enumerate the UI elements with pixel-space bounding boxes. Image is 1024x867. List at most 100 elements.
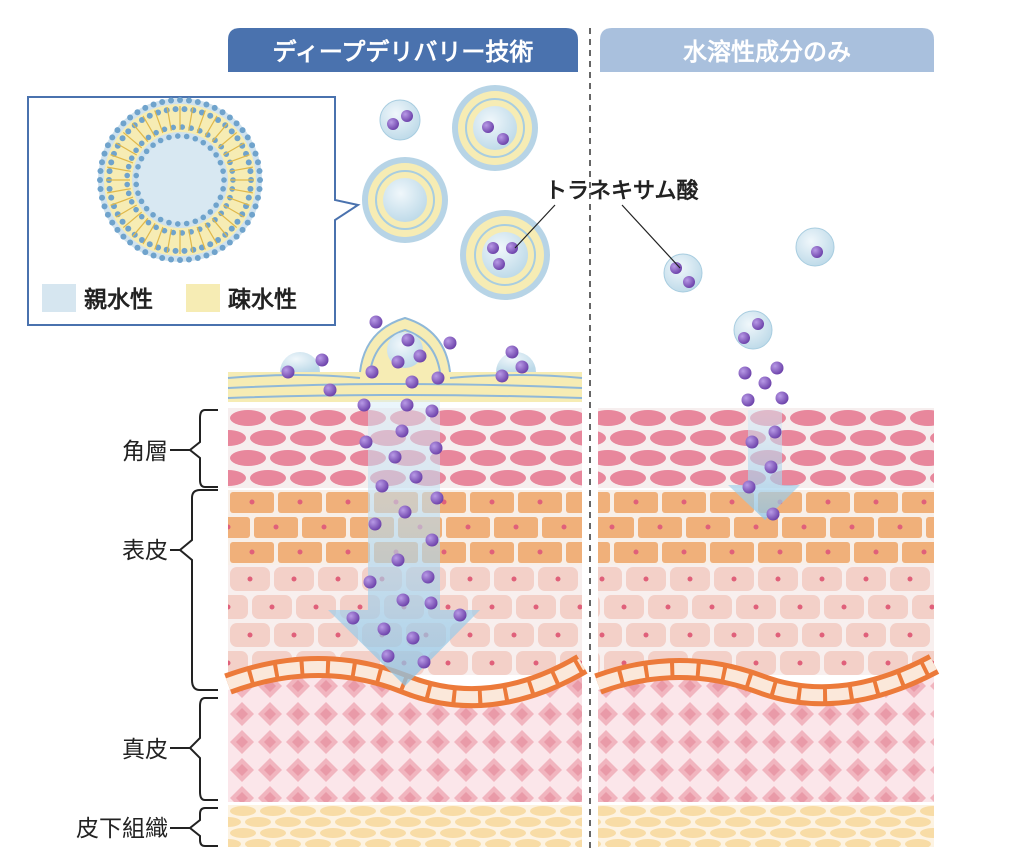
- particle: [405, 375, 419, 389]
- lipid-head: [109, 219, 116, 226]
- corneum-layer: [228, 408, 934, 488]
- lipid-head: [194, 99, 201, 106]
- particle: [482, 121, 494, 133]
- lipid-head: [109, 134, 116, 141]
- lipid-head: [138, 155, 145, 162]
- lipid-head: [125, 163, 132, 170]
- corneum-label: 角層: [122, 439, 168, 465]
- particle: [766, 507, 780, 521]
- lipid-head: [211, 104, 218, 111]
- lipid-head: [256, 168, 263, 175]
- lipid-head: [119, 218, 126, 225]
- particle: [493, 258, 505, 270]
- particle: [453, 608, 467, 622]
- lipid-head: [134, 109, 141, 116]
- subcutaneous-layer: [228, 805, 934, 847]
- particle: [487, 242, 499, 254]
- lipid-head: [181, 247, 188, 254]
- lipid-head: [226, 114, 233, 121]
- lipid-head: [245, 194, 252, 201]
- liposome-inset: 親水性 疎水性: [27, 96, 361, 326]
- lipid-tail: [131, 122, 149, 143]
- lipid-head: [168, 97, 175, 104]
- particle: [315, 353, 329, 367]
- lipid-head: [119, 135, 126, 142]
- lipid-head: [125, 128, 132, 135]
- lipid-tail: [131, 217, 149, 238]
- lipid-head: [217, 159, 224, 166]
- layer-labels: 角層 表皮 真皮 皮下組織: [76, 409, 218, 847]
- lipid-head: [104, 211, 111, 218]
- lipid-head: [142, 249, 149, 256]
- lipid-head: [99, 194, 106, 201]
- lipid-head: [170, 124, 177, 131]
- lipid-tail: [204, 223, 218, 245]
- header-deep-delivery-label: ディープデリバリー技術: [273, 38, 534, 66]
- particle: [683, 276, 695, 288]
- lipid-head: [244, 219, 251, 226]
- lipid-head: [215, 117, 222, 124]
- particle: [430, 491, 444, 505]
- lipid-tail: [226, 154, 250, 164]
- lipid-head: [106, 185, 113, 192]
- lipid-head: [133, 181, 140, 188]
- lipid-head: [212, 216, 218, 223]
- lipid-head: [249, 142, 256, 149]
- skin-layers: [224, 316, 940, 847]
- particle: [497, 133, 509, 145]
- particle: [391, 553, 405, 567]
- particle: [359, 435, 373, 449]
- lipid-tail: [211, 217, 229, 238]
- lipid-head: [174, 221, 181, 227]
- lipid-head: [177, 257, 183, 263]
- lipid-head: [211, 249, 218, 256]
- particle: [406, 631, 420, 645]
- lipid-head: [157, 137, 164, 144]
- lipid-head: [226, 239, 233, 246]
- lipid-head: [97, 168, 104, 175]
- particle: [429, 441, 443, 455]
- lipid-head: [138, 117, 145, 124]
- lipid-head: [172, 106, 179, 113]
- particle: [495, 369, 509, 383]
- lipid-head: [245, 159, 252, 166]
- lipid-tail: [196, 110, 206, 134]
- particle: [758, 376, 772, 390]
- lipid-head: [153, 224, 159, 231]
- lipid-head: [125, 190, 132, 197]
- particle: [395, 424, 409, 438]
- lipid-tail: [115, 204, 137, 218]
- lipid-head: [207, 241, 214, 248]
- lipid-head: [161, 227, 168, 234]
- particle: [770, 361, 784, 375]
- deep-penetration-arrow: [328, 400, 480, 686]
- lipid-head: [203, 252, 210, 259]
- liposome: [362, 157, 448, 243]
- lipid-head: [101, 150, 108, 157]
- lipid-head: [183, 220, 190, 227]
- lipid-head: [183, 133, 190, 140]
- lipid-tail: [223, 142, 245, 156]
- lipid-head: [207, 145, 214, 151]
- hydrophilic-label: 親水性: [84, 287, 153, 313]
- hydrophobic-label: 疎水性: [228, 287, 297, 313]
- lipid-head: [213, 202, 219, 208]
- tranexamic-acid-label: トラネキサム酸: [545, 179, 700, 204]
- lipid-tail: [196, 226, 206, 250]
- lipid-head: [163, 246, 170, 253]
- particle: [401, 110, 413, 122]
- lipid-head: [146, 241, 153, 248]
- lipid-head: [108, 194, 115, 201]
- lipid-tail: [226, 196, 250, 206]
- lipid-tail: [217, 211, 238, 229]
- lipid-head: [124, 172, 130, 179]
- lipid-head: [200, 139, 207, 146]
- lipid-head: [207, 112, 214, 119]
- lipid-head: [128, 199, 135, 205]
- lipid-head: [217, 194, 224, 201]
- lipid-head: [228, 128, 235, 135]
- lipid-head: [170, 229, 177, 236]
- lipid-head: [177, 97, 183, 103]
- particle: [369, 315, 383, 329]
- lipid-head: [185, 256, 192, 263]
